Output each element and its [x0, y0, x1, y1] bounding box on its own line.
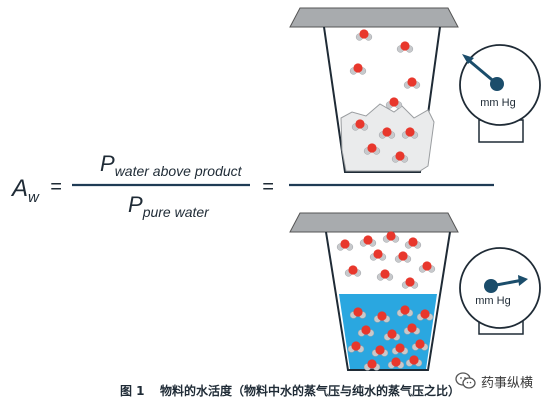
liquid-water-molecules [347, 305, 434, 371]
bottom-vapor-molecules [336, 231, 436, 289]
top-container [289, 7, 459, 173]
bottom-lid [289, 212, 459, 233]
water-molecule [391, 151, 409, 163]
water-molecule [378, 127, 396, 139]
water-molecule [403, 77, 421, 89]
water-molecule [416, 309, 434, 321]
formula: Aw = Pwater above product Ppure water = [10, 151, 494, 220]
product-water-molecules [351, 119, 419, 163]
top-vapor-molecules [349, 29, 421, 109]
bottom-gauge-label: mm Hg [475, 295, 510, 307]
water-molecule [394, 251, 412, 263]
top-pressure-gauge: mm Hg [459, 44, 541, 143]
bottom-needle-tip [518, 275, 528, 286]
svg-text:Aw: Aw [10, 175, 40, 206]
water-molecule [357, 325, 375, 337]
water-molecule [363, 143, 381, 155]
water-molecule [401, 277, 419, 289]
watermark-text: 药事纵横 [481, 375, 534, 391]
top-beaker [323, 26, 441, 173]
water-molecule [405, 355, 423, 367]
water-molecule [385, 97, 403, 109]
water-molecule [376, 269, 394, 281]
water-molecule [349, 307, 367, 319]
water-molecule [351, 119, 369, 131]
svg-text:Pwater above product: Pwater above product [100, 151, 243, 179]
water-molecule [373, 311, 391, 323]
water-molecule [401, 127, 419, 139]
water-molecule [404, 237, 422, 249]
water-molecule [363, 359, 381, 371]
pure-water [339, 294, 437, 369]
bottom-pressure-gauge: mm Hg [459, 247, 541, 335]
top-gauge-hub [490, 77, 504, 91]
water-molecule [391, 343, 409, 355]
caption-text: 物料的水活度（物料中水的蒸气压与纯水的蒸气压之比） [160, 384, 461, 398]
water-molecule [369, 249, 387, 261]
water-molecule [396, 305, 414, 317]
formula-equals: = [50, 176, 62, 198]
top-gauge-label: mm Hg [480, 97, 515, 109]
denominator-subscript: pure water [142, 204, 210, 220]
svg-text:Ppure water: Ppure water [128, 192, 210, 220]
product-sample [340, 103, 435, 172]
denominator-symbol: P [128, 192, 143, 217]
water-molecule [382, 231, 400, 243]
water-molecule [411, 339, 429, 351]
bottom-gauge-hub [484, 279, 498, 293]
formula-equals-2: = [262, 176, 274, 198]
bottom-beaker [325, 231, 451, 371]
water-molecule [336, 239, 354, 251]
water-molecule [349, 63, 367, 75]
water-molecule [387, 357, 405, 369]
water-molecule [371, 345, 389, 357]
top-needle-tip [462, 54, 474, 64]
water-molecule [347, 341, 365, 353]
bottom-container [289, 212, 459, 371]
wechat-icon [455, 372, 476, 389]
numerator-symbol: P [100, 151, 115, 176]
water-molecule [355, 29, 373, 41]
water-molecule [383, 329, 401, 341]
water-molecule [403, 323, 421, 335]
bottom-gauge-dial [459, 247, 541, 329]
aw-subscript: w [28, 189, 40, 206]
watermark: 药事纵横 [455, 370, 533, 392]
figure-number: 图 1 [120, 384, 145, 398]
numerator-subscript: water above product [115, 163, 243, 179]
water-molecule [359, 235, 377, 247]
water-molecule [418, 261, 436, 273]
aw-symbol: A [10, 175, 28, 202]
figure-caption: 图 1 物料的水活度（物料中水的蒸气压与纯水的蒸气压之比） [0, 380, 554, 400]
water-molecule [344, 265, 362, 277]
top-lid [289, 7, 459, 28]
water-molecule [396, 41, 414, 53]
